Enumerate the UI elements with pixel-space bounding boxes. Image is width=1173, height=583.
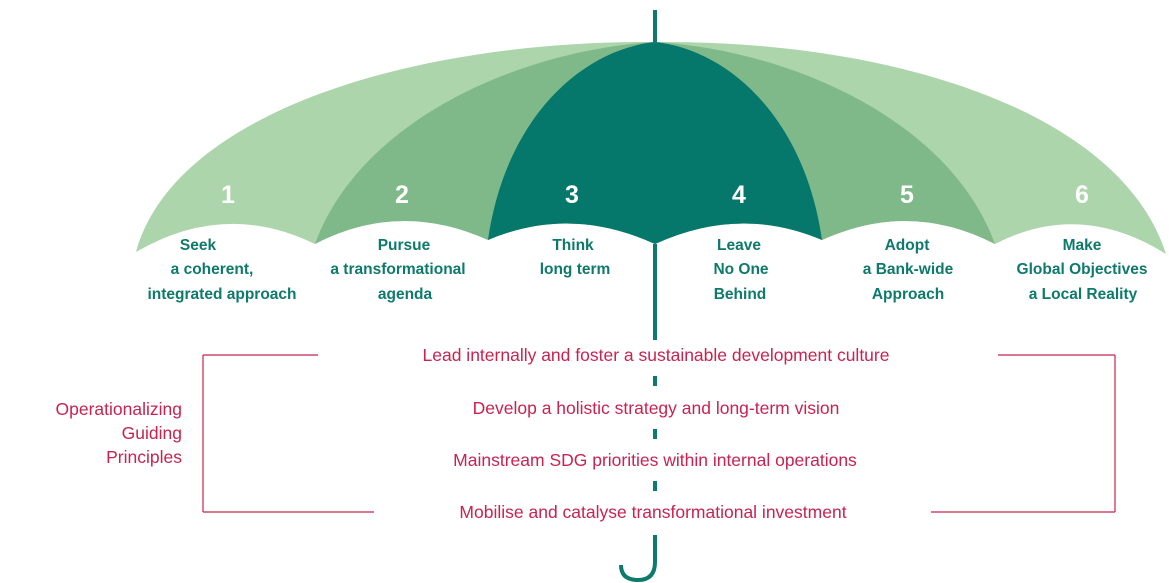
operational-item-1: Lead internally and foster a sustainable… <box>423 345 890 365</box>
panel-number-2: 2 <box>395 181 409 209</box>
side-label-line-3: Principles <box>106 447 182 467</box>
operational-bracket <box>202 354 1116 513</box>
principle-1-line-1: Seek <box>180 237 217 254</box>
side-label-line-1: Operationalizing <box>56 399 182 419</box>
principle-6-line-1: Make <box>1063 237 1102 254</box>
operational-item-3: Mainstream SDG priorities within interna… <box>453 450 857 470</box>
panel-number-4: 4 <box>732 181 746 209</box>
principle-6-line-3: a Local Reality <box>1029 286 1138 303</box>
operationalizing-label: Operationalizing Guiding Principles <box>56 399 183 467</box>
principle-2-line-1: Pursue <box>378 237 431 254</box>
principle-2-line-2: a transformational <box>330 261 465 278</box>
principle-1-line-2: a coherent, <box>171 261 254 278</box>
principle-4-line-1: Leave <box>717 237 761 254</box>
operational-item-4: Mobilise and catalyse transformational i… <box>459 502 846 522</box>
principle-1-line-3: integrated approach <box>148 286 297 303</box>
panel-number-5: 5 <box>900 181 914 209</box>
panel-number-1: 1 <box>221 181 235 209</box>
principle-5-line-2: a Bank-wide <box>863 261 954 278</box>
umbrella-handle <box>619 535 657 583</box>
principle-5-line-3: Approach <box>872 286 944 303</box>
operational-item-2: Develop a holistic strategy and long-ter… <box>473 398 840 418</box>
side-label-line-2: Guiding <box>122 423 182 443</box>
panel-numbers: 1 2 3 4 5 6 <box>221 181 1089 209</box>
principle-6-line-2: Global Objectives <box>1017 261 1148 278</box>
principle-4-line-2: No One <box>713 261 768 278</box>
principle-2-line-3: agenda <box>378 286 433 303</box>
panel-number-6: 6 <box>1075 181 1089 209</box>
guiding-principle-labels: Seek a coherent, integrated approach Pur… <box>148 237 1148 303</box>
principle-5-line-1: Adopt <box>885 237 930 254</box>
principle-4-line-3: Behind <box>714 286 767 303</box>
principle-3-line-2: long term <box>540 261 611 278</box>
canopy-panel-center <box>488 42 822 244</box>
operational-items: Lead internally and foster a sustainable… <box>423 345 890 522</box>
principle-3-line-1: Think <box>552 237 594 254</box>
panel-number-3: 3 <box>565 181 579 209</box>
